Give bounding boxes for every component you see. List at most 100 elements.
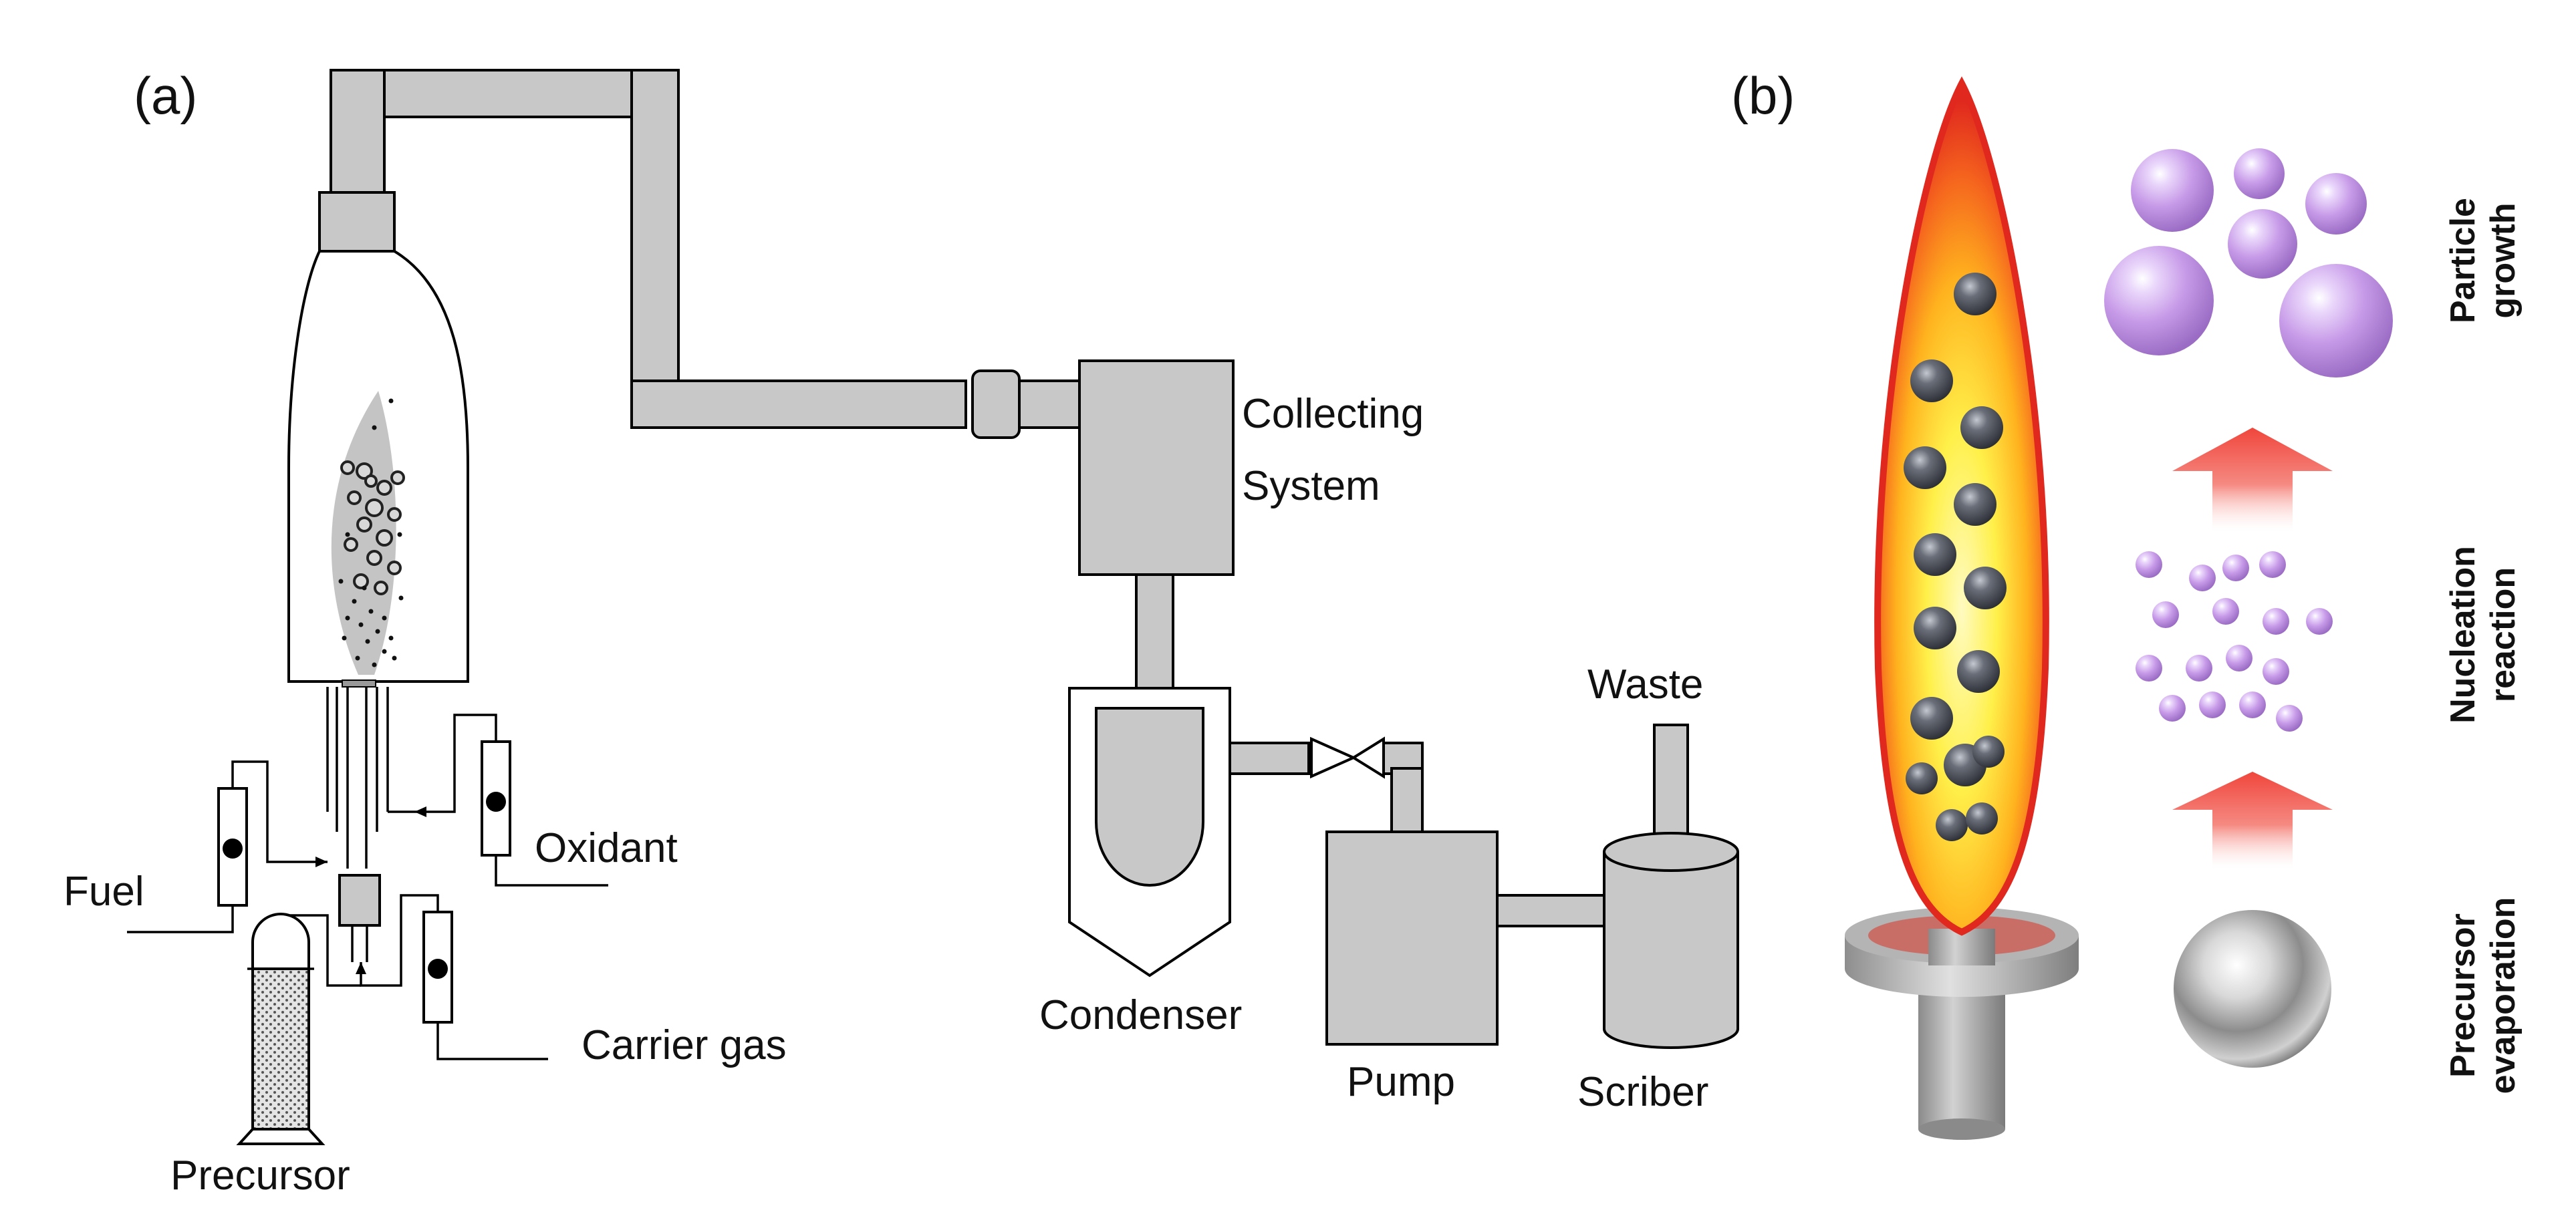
- burner-tubes: [326, 687, 389, 962]
- nucleation-particle: [2136, 655, 2162, 682]
- nanoparticle: [1906, 762, 1938, 794]
- growth-particles: [2104, 148, 2393, 377]
- chamber-particle: [372, 662, 377, 667]
- chamber-particle: [347, 490, 362, 505]
- chamber-particle: [398, 595, 404, 601]
- chamber-particle: [366, 550, 382, 566]
- nanoparticle: [1936, 809, 1968, 841]
- nanoparticle: [1954, 483, 1997, 526]
- valve: [1310, 736, 1357, 779]
- panel-b-label: (b): [1731, 66, 1795, 125]
- chamber-particle: [355, 655, 360, 661]
- oxidant-label: Oxidant: [535, 825, 678, 871]
- chamber-particle: [364, 474, 378, 488]
- chamber-particles: [338, 398, 405, 667]
- flame-nanoparticles: [1904, 273, 2007, 841]
- nanoparticle: [1954, 273, 1997, 315]
- carrier-gas-line: Carrier gas: [356, 894, 787, 1068]
- chamber-particle: [375, 629, 380, 634]
- exhaust-duct: [318, 69, 1081, 439]
- grown-particle: [2305, 173, 2367, 235]
- condenser: Condenser: [1039, 687, 1242, 1038]
- chamber-particle: [387, 507, 402, 522]
- condenser-pump-pipe: [1229, 736, 1424, 833]
- nucleation-particle: [2199, 692, 2226, 718]
- chamber-particle: [390, 470, 405, 485]
- chamber-particle: [353, 573, 369, 589]
- nucleation-particle: [2212, 598, 2239, 625]
- carrier-gas-flowmeter-float: [428, 959, 448, 979]
- chamber-particle: [397, 532, 402, 537]
- nucleation-label-2: reaction: [2484, 567, 2523, 702]
- nanoparticle: [1957, 650, 2000, 693]
- condenser-label: Condenser: [1039, 992, 1242, 1038]
- grown-particle: [2228, 209, 2297, 279]
- scriber: Waste Scriber: [1577, 661, 1739, 1115]
- chamber-particle: [365, 498, 384, 517]
- nucleation-particle: [2263, 608, 2289, 635]
- chamber-particle: [387, 561, 402, 575]
- grown-particle: [2234, 148, 2285, 199]
- oxidant-flowmeter-float: [486, 792, 506, 812]
- precursor-label: Precursor: [170, 1153, 350, 1199]
- nucleation-particle: [2226, 645, 2252, 671]
- nucleation-particle: [2152, 601, 2179, 628]
- combustion-chamber: [287, 250, 469, 688]
- pump-label: Pump: [1347, 1059, 1455, 1105]
- chamber-particle: [392, 655, 397, 661]
- chamber-particle: [388, 398, 394, 404]
- nucleation-particle: [2159, 695, 2186, 722]
- evaporation-label-2: evaporation: [2484, 897, 2523, 1094]
- nucleation-particle: [2306, 608, 2333, 635]
- nanoparticle: [1914, 533, 1956, 576]
- panel-a-label: (a): [134, 66, 197, 125]
- chamber-particle: [382, 649, 387, 654]
- arrow-evaporation-to-nucleation: [2172, 772, 2333, 869]
- nanoparticle: [1910, 697, 1953, 740]
- nanoparticle: [1972, 736, 2005, 768]
- nucleation-particle: [2189, 565, 2216, 591]
- chamber-particle: [388, 635, 394, 641]
- nanoparticle: [1904, 446, 1946, 489]
- waste-label: Waste: [1587, 661, 1703, 708]
- growth-label-1: Particle: [2444, 198, 2482, 323]
- fuel-line: Fuel: [63, 760, 328, 933]
- nucleation-particle: [2263, 658, 2289, 685]
- nucleation-particle: [2222, 555, 2249, 581]
- chamber-particle: [342, 635, 347, 641]
- arrow-nucleation-to-growth: [2172, 428, 2333, 531]
- oxidant-line: Oxidant: [388, 714, 678, 887]
- nucleation-particle: [2186, 655, 2212, 682]
- nucleation-particle: [2259, 551, 2286, 578]
- panel-b: (b) Particle growth Nucleation reaction …: [1731, 66, 2523, 1140]
- nanoparticle: [1964, 567, 2007, 609]
- nanoparticle: [1960, 406, 2003, 449]
- precursor-vessel: Precursor: [170, 913, 361, 1199]
- grown-particle: [2104, 246, 2214, 355]
- nanoparticle: [1966, 802, 1998, 835]
- panel-a: (a): [63, 66, 1739, 1199]
- chamber-particle: [376, 480, 392, 496]
- chamber-particle: [344, 537, 358, 552]
- fuel-label: Fuel: [63, 869, 144, 915]
- collecting-system-label-2: System: [1242, 463, 1380, 509]
- chamber-particle: [356, 462, 373, 480]
- evaporation-label-1: Precursor: [2444, 913, 2482, 1078]
- chamber-particle: [345, 615, 350, 621]
- chamber-particle: [368, 609, 374, 614]
- chamber-particle: [358, 622, 364, 627]
- nanoparticle: [1914, 607, 1956, 649]
- carrier-gas-label: Carrier gas: [582, 1022, 787, 1068]
- chamber-particle: [372, 425, 377, 430]
- grown-particle: [2131, 149, 2214, 232]
- fuel-flowmeter-float: [223, 839, 243, 859]
- pump: Pump: [1325, 830, 1605, 1105]
- precursor-droplet: [2174, 910, 2331, 1068]
- collecting-system-label-1: Collecting: [1242, 391, 1424, 437]
- burner-nozzle: [342, 679, 376, 688]
- nucleation-label-1: Nucleation: [2444, 546, 2482, 724]
- scriber-label: Scriber: [1577, 1069, 1708, 1115]
- chamber-particle: [345, 532, 350, 537]
- chamber-particle: [376, 529, 393, 547]
